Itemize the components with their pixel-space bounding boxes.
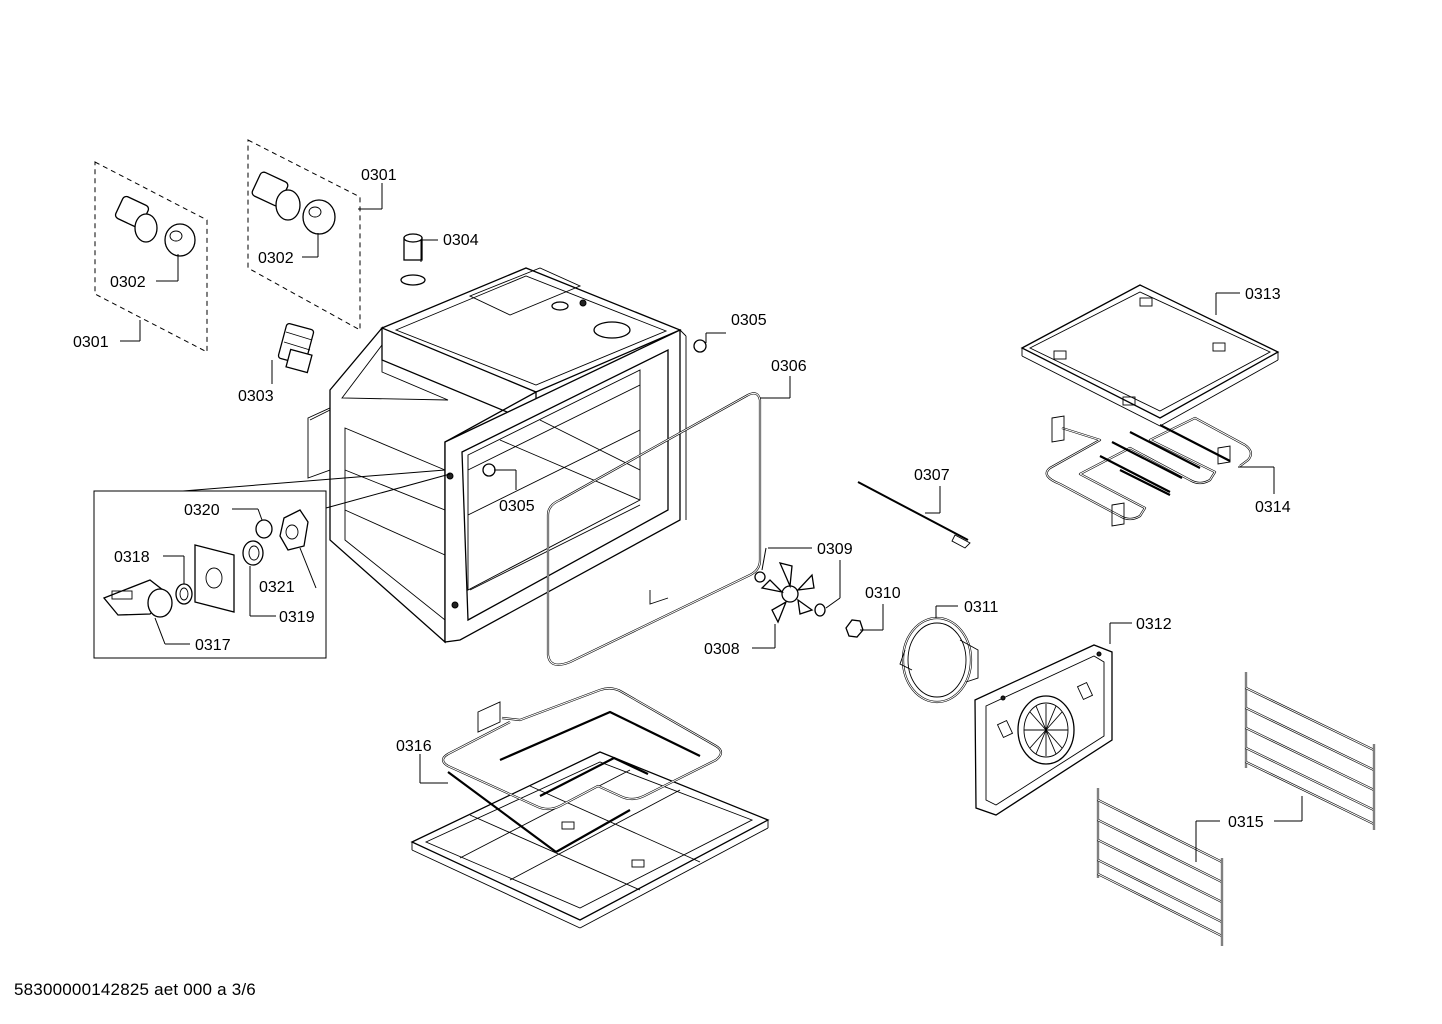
- part-0315-side-racks: [1096, 672, 1376, 946]
- callout-0303: 0303: [238, 388, 274, 405]
- callout-0307: 0307: [914, 467, 950, 484]
- part-0304-sensor: [400, 233, 438, 286]
- part-0306-door-gasket: [546, 376, 791, 666]
- callout-0321: 0321: [259, 579, 295, 596]
- part-0312-back-panel: [974, 622, 1132, 816]
- part-0313-0314-top-grill: [1020, 284, 1280, 527]
- part-0308-0309-fan: [752, 547, 841, 649]
- part-0310-nut: [845, 604, 884, 638]
- lamp-detail-inset: [93, 469, 451, 659]
- oven-cavity-housing: [307, 267, 687, 644]
- callout-0312: 0312: [1136, 616, 1172, 633]
- callout-0309: 0309: [817, 541, 853, 558]
- callout-0301-right: 0301: [361, 167, 397, 184]
- callout-0315: 0315: [1228, 814, 1264, 831]
- part-0307-rod: [857, 481, 971, 549]
- callout-0319: 0319: [279, 609, 315, 626]
- callout-0313: 0313: [1245, 286, 1281, 303]
- callout-0304: 0304: [443, 232, 479, 249]
- callout-0301-left: 0301: [73, 334, 109, 351]
- callout-0310: 0310: [865, 585, 901, 602]
- callout-0302-right: 0302: [258, 250, 294, 267]
- callout-0320: 0320: [184, 502, 220, 519]
- callout-0306: 0306: [771, 358, 807, 375]
- lamp-assembly-right: [247, 139, 383, 331]
- callout-0308: 0308: [704, 641, 740, 658]
- callout-0305-top: 0305: [731, 312, 767, 329]
- callout-0311: 0311: [964, 599, 999, 616]
- document-code: 58300000142825 aet 000 a 3/6: [14, 980, 256, 999]
- callout-labels: 0301 0301 0302 0302 0303 0304 0305 0305 …: [73, 167, 1291, 831]
- part-0316-bottom-heater: [410, 687, 770, 929]
- part-0303-relay: [271, 323, 315, 384]
- callout-0305-bottom: 0305: [499, 498, 535, 515]
- lamp-assembly-left: [94, 161, 208, 353]
- part-0311-ring-heater: [899, 605, 979, 704]
- callout-0314: 0314: [1255, 499, 1291, 516]
- part-0305-screws: [482, 332, 726, 490]
- callout-0317: 0317: [195, 637, 231, 654]
- callout-0318: 0318: [114, 549, 150, 566]
- callout-0302-left: 0302: [110, 274, 146, 291]
- callout-0316: 0316: [396, 738, 432, 755]
